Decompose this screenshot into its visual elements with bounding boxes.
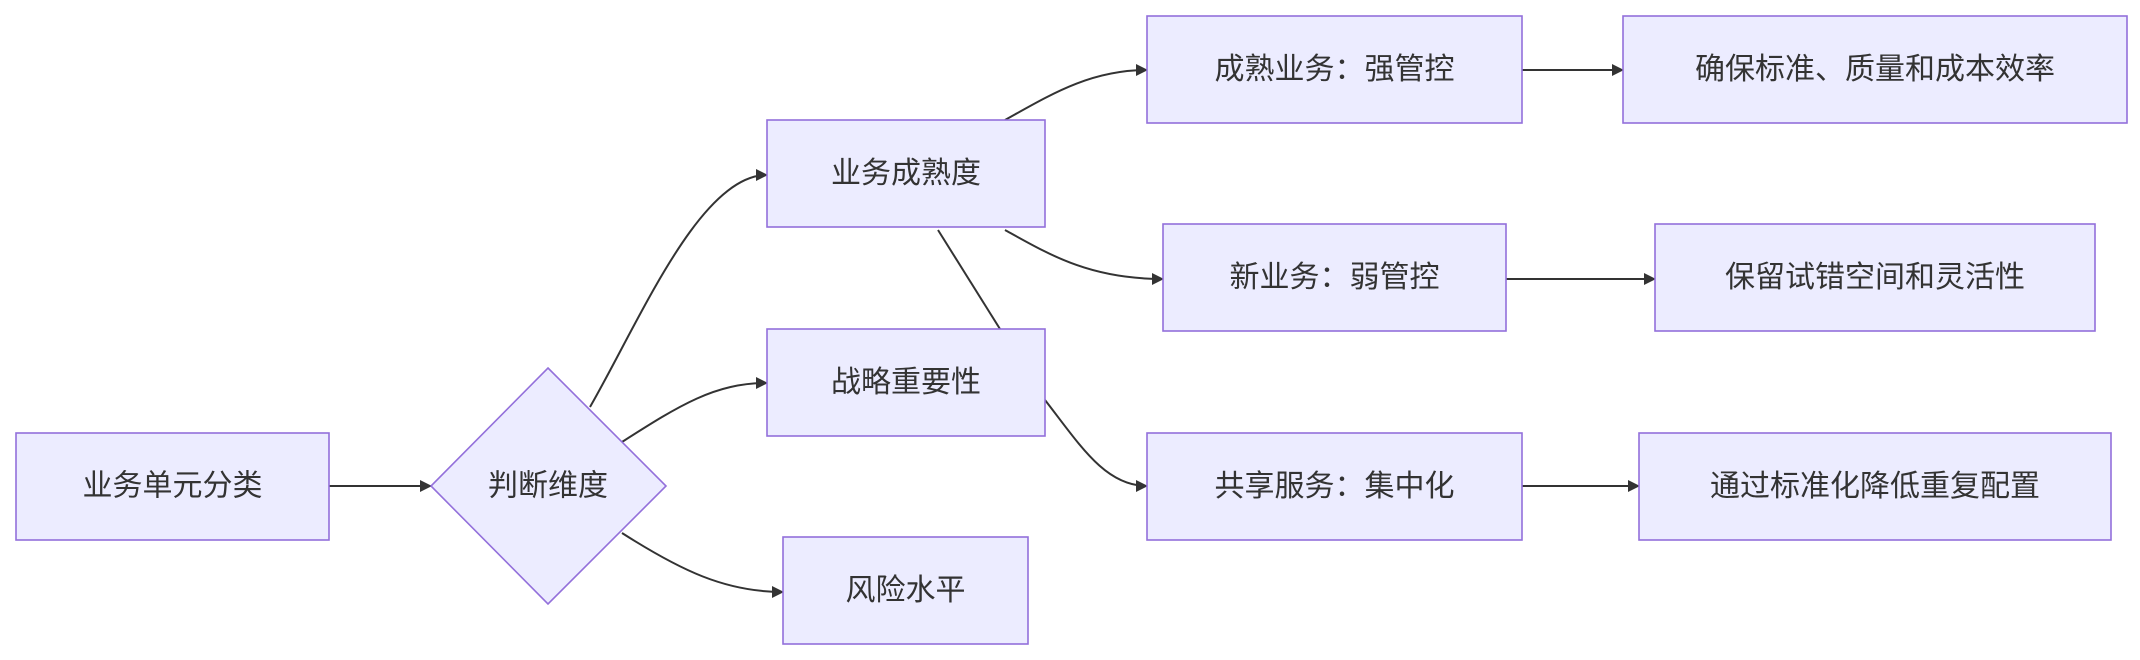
edge-strategic-to-shared-services <box>1044 399 1148 492</box>
node-preserve-trial-error-space-flexibility: 保留试错空间和灵活性 <box>1654 223 2096 332</box>
node-label: 通过标准化降低重复配置 <box>1710 469 2040 504</box>
node-label: 新业务：弱管控 <box>1230 260 1440 295</box>
node-label: 成熟业务：强管控 <box>1215 52 1455 87</box>
node-new-business-weak-control: 新业务：弱管控 <box>1162 223 1507 332</box>
node-mature-business-strong-control: 成熟业务：强管控 <box>1146 15 1523 124</box>
node-judgment-dimensions: 判断维度 <box>429 366 668 606</box>
edge-maturity-to-strategic <box>937 229 1001 330</box>
node-label: 业务单元分类 <box>83 469 263 504</box>
node-business-maturity: 业务成熟度 <box>766 119 1046 228</box>
edge-maturity-to-new-business <box>1004 229 1164 285</box>
node-strategic-importance: 战略重要性 <box>766 328 1046 437</box>
node-label: 判断维度 <box>488 469 608 504</box>
node-risk-level: 风险水平 <box>782 536 1029 645</box>
node-shared-services-centralization: 共享服务：集中化 <box>1146 432 1523 541</box>
node-label: 共享服务：集中化 <box>1215 469 1455 504</box>
node-label: 保留试错空间和灵活性 <box>1725 260 2025 295</box>
edge-maturity-to-mature-business <box>1004 64 1148 121</box>
node-reduce-duplicate-configuration: 通过标准化降低重复配置 <box>1638 432 2112 541</box>
node-label: 风险水平 <box>846 573 966 608</box>
node-label: 战略重要性 <box>831 365 981 400</box>
edge-dimensions-to-risk <box>621 532 784 598</box>
node-label: 确保标准、质量和成本效率 <box>1695 52 2055 87</box>
edge-dimensions-to-strategic <box>621 377 768 443</box>
edge-dimensions-to-maturity <box>589 169 768 408</box>
edges <box>329 64 1656 598</box>
node-ensure-standards-quality-cost-efficiency: 确保标准、质量和成本效率 <box>1622 15 2128 124</box>
node-label: 业务成熟度 <box>831 156 981 191</box>
node-business-unit-classification: 业务单元分类 <box>15 432 330 541</box>
